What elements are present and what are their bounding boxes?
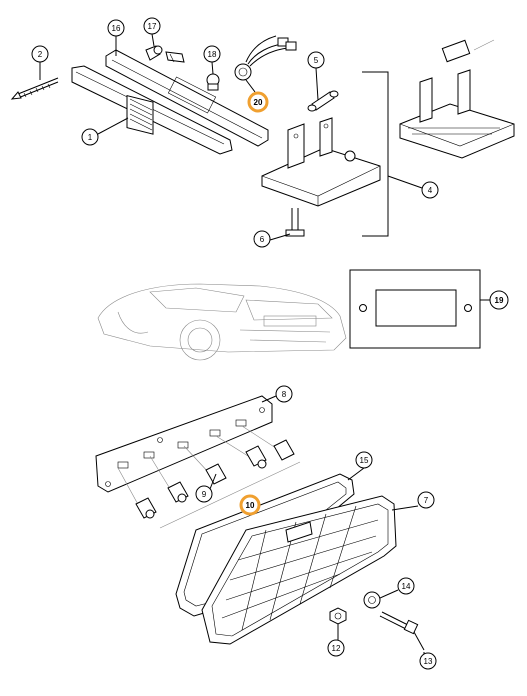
svg-text:15: 15 <box>360 456 369 465</box>
callout-18: 18 <box>203 45 221 63</box>
callout-2: 2 <box>31 45 49 63</box>
wedge-bulb <box>206 73 220 91</box>
callout-15: 15 <box>355 451 373 469</box>
svg-text:13: 13 <box>424 657 433 666</box>
svg-text:1: 1 <box>88 133 93 142</box>
callout-labels: 2 1 16 17 18 20 5 4 <box>31 17 509 670</box>
svg-text:6: 6 <box>260 235 265 244</box>
callout-9: 9 <box>195 485 213 503</box>
lamp-seal-ring <box>175 473 355 617</box>
svg-text:7: 7 <box>424 496 429 505</box>
svg-text:16: 16 <box>112 24 121 33</box>
svg-text:17: 17 <box>148 22 157 31</box>
callout-19: 19 <box>489 290 509 310</box>
callout-17: 17 <box>143 17 161 35</box>
washer <box>363 591 381 609</box>
festoon-bulb <box>307 90 339 112</box>
assembled-lamp-inset <box>399 39 515 159</box>
svg-text:12: 12 <box>332 644 341 653</box>
callout-13: 13 <box>419 652 437 670</box>
spring-clip <box>145 45 185 63</box>
svg-text:9: 9 <box>202 490 207 499</box>
rear-lamp-lens <box>201 495 397 645</box>
callout-6: 6 <box>253 230 271 248</box>
long-screw <box>10 77 59 100</box>
callout-12: 12 <box>327 639 345 657</box>
svg-text:18: 18 <box>208 50 217 59</box>
svg-text:8: 8 <box>282 390 287 399</box>
lamp-circuit-board <box>95 395 273 493</box>
svg-text:19: 19 <box>495 296 504 305</box>
callout-5: 5 <box>307 51 325 69</box>
callout-4: 4 <box>421 181 439 199</box>
rear-lamp-group <box>95 395 425 651</box>
callout-10: 10 <box>239 494 261 516</box>
small-screw <box>285 208 305 237</box>
svg-text:5: 5 <box>314 56 319 65</box>
bulb-holder-harness <box>234 35 297 81</box>
gasket-inset <box>349 269 490 349</box>
svg-text:10: 10 <box>246 501 255 510</box>
callout-8: 8 <box>275 385 293 403</box>
svg-text:2: 2 <box>38 50 43 59</box>
svg-text:4: 4 <box>428 186 433 195</box>
callout-20: 20 <box>247 91 269 113</box>
callout-16: 16 <box>107 19 125 37</box>
callout-7: 7 <box>417 491 435 509</box>
bolt <box>379 611 425 651</box>
hex-nut <box>329 607 347 640</box>
vehicle-outline <box>97 283 347 361</box>
svg-text:20: 20 <box>254 98 263 107</box>
lamp-bezel <box>71 65 233 155</box>
callout-14: 14 <box>397 577 415 595</box>
lamp-base-housing <box>261 117 381 207</box>
group-bracket-4 <box>362 71 389 237</box>
svg-text:14: 14 <box>402 582 411 591</box>
plate-lamp-group <box>10 35 515 237</box>
callout-1: 1 <box>81 128 99 146</box>
